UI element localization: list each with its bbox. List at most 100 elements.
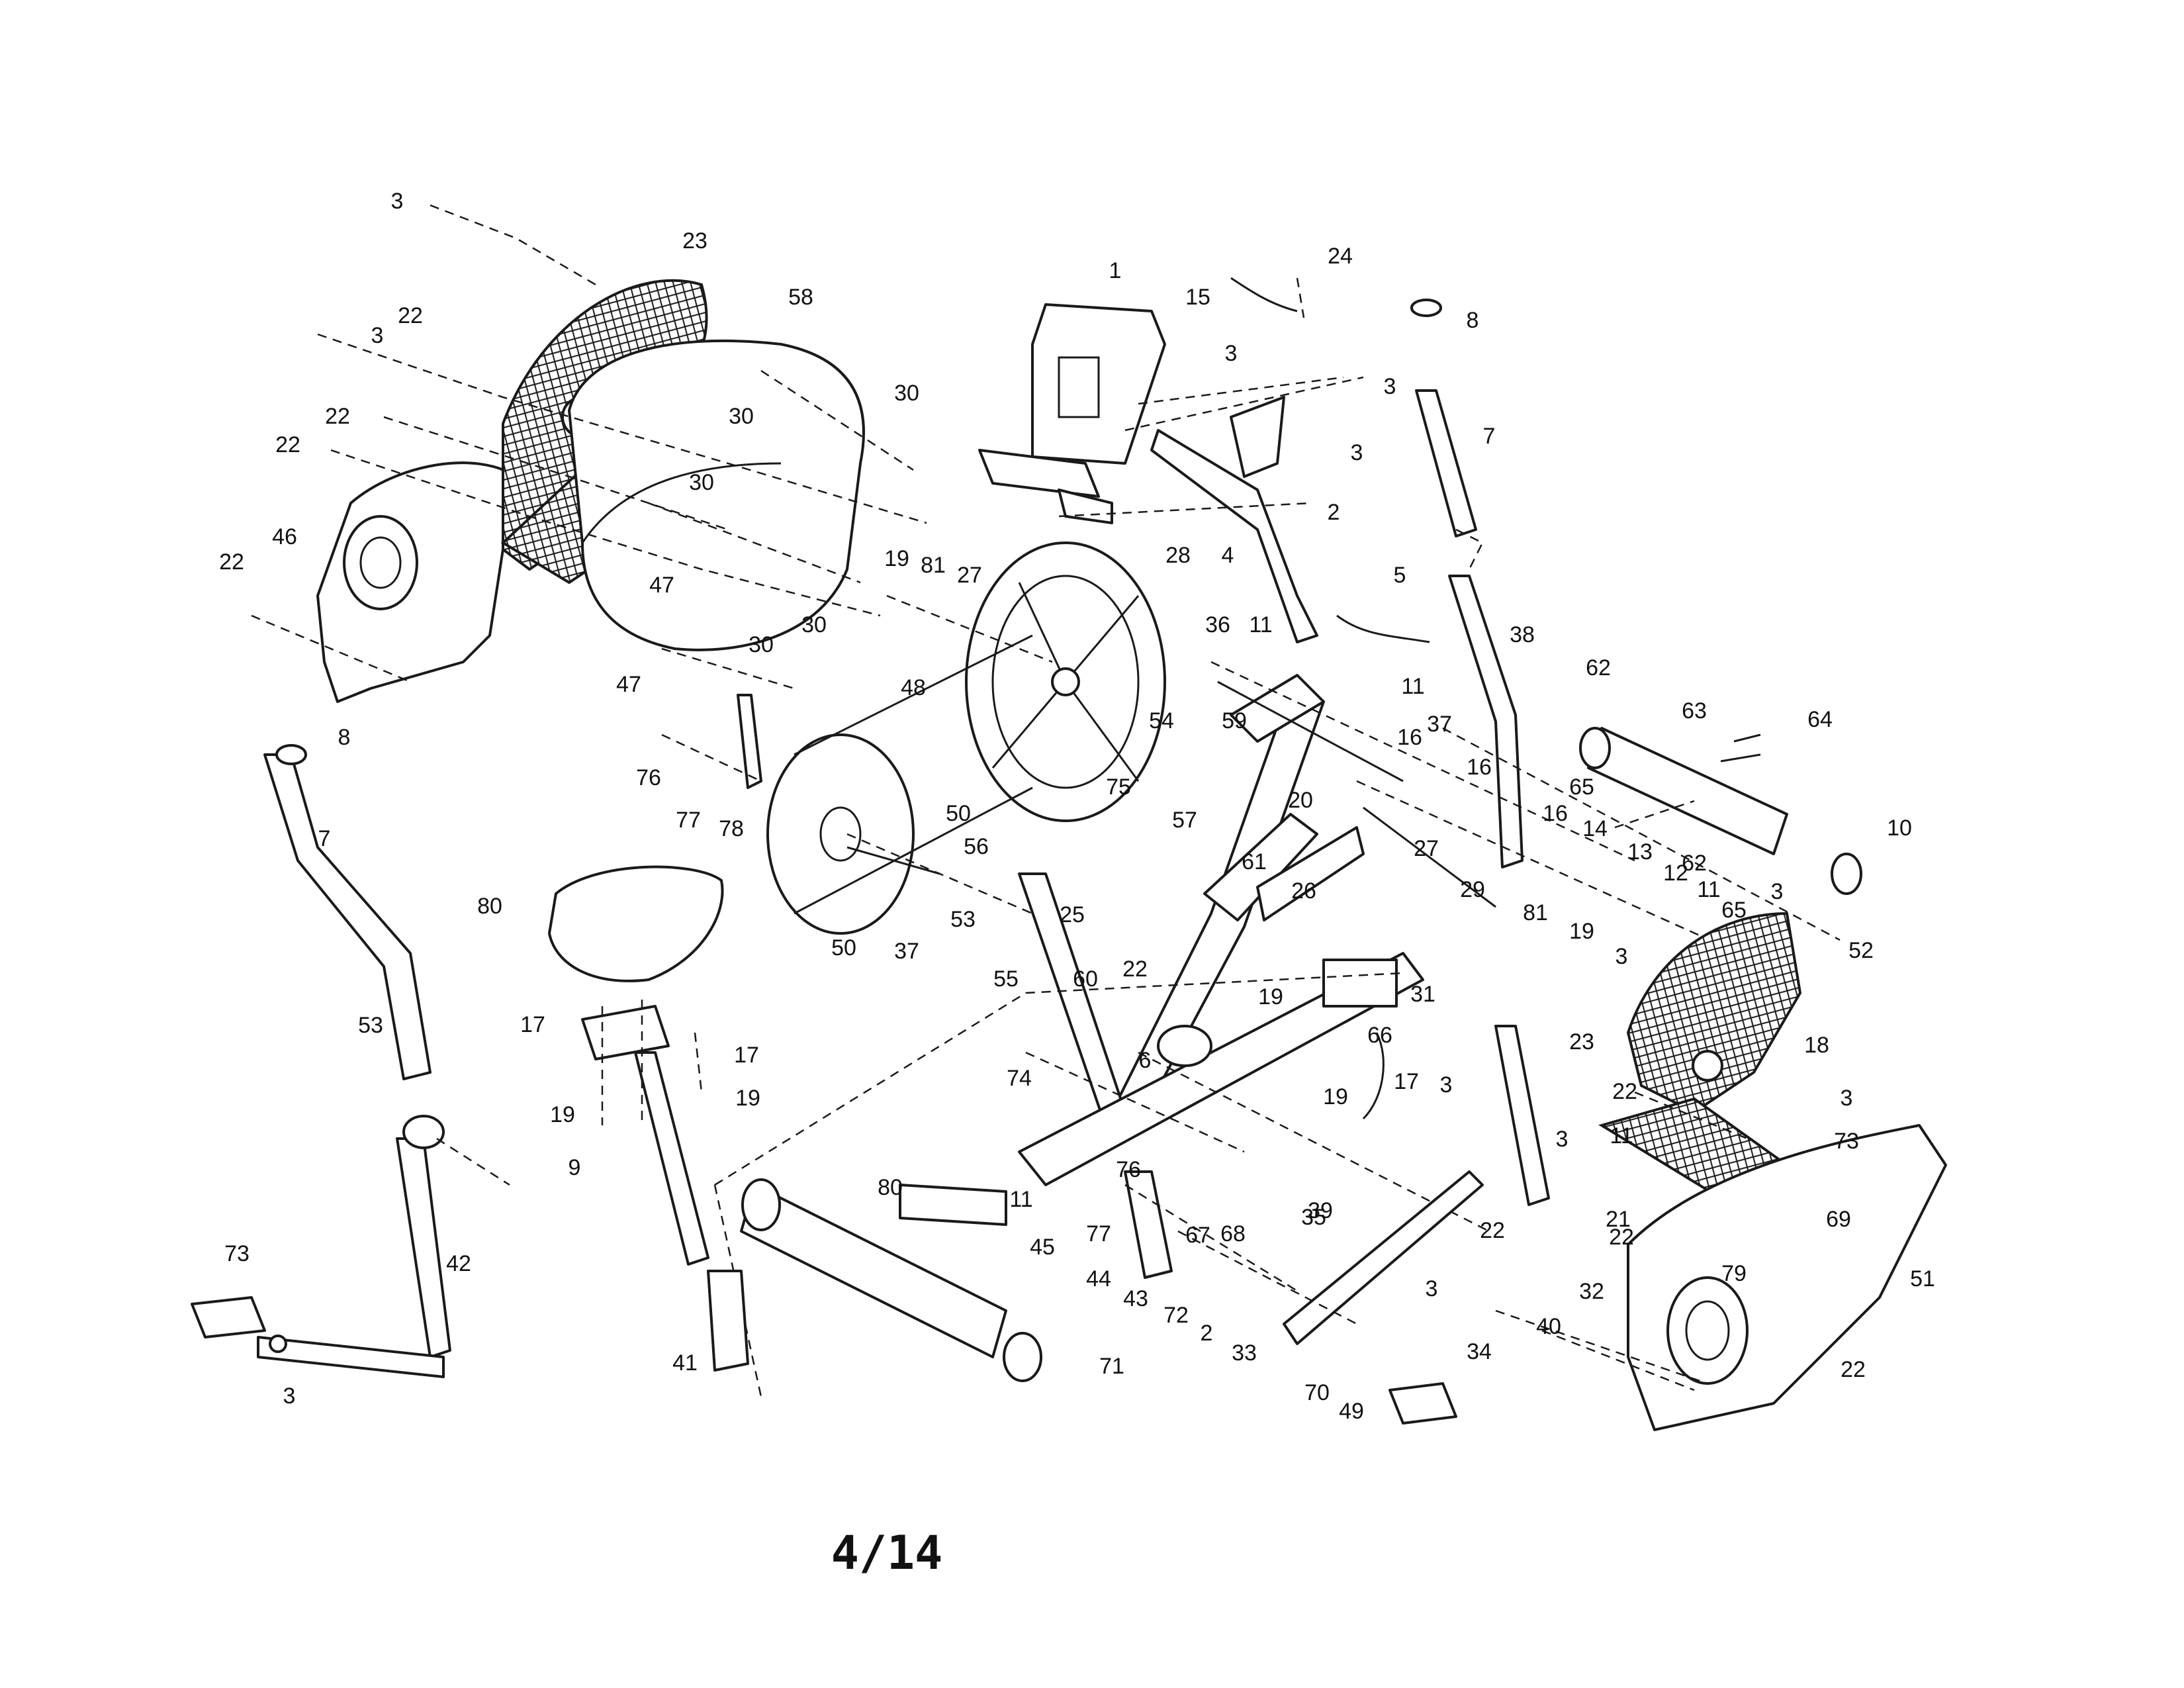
end-cap-62-left (1579, 727, 1611, 769)
callout-label: 49 (1339, 1399, 1364, 1424)
callout-label: 9 (569, 1155, 581, 1180)
upper-handle-7-right (1415, 389, 1477, 538)
fan-housing-58 (568, 339, 865, 651)
belt-48 (794, 634, 1033, 915)
fan-hub (1051, 667, 1080, 696)
callout-label: 57 (1172, 808, 1197, 833)
callout-label: 67 (1185, 1223, 1210, 1248)
fan-housing-edge (581, 462, 782, 543)
callout-label: 6 (1139, 1048, 1152, 1073)
callout-label: 22 (219, 549, 244, 575)
callout-label: 3 (1841, 1086, 1853, 1111)
callout-label: 27 (1414, 836, 1439, 861)
callout-labels: 3235822322224622303030473030471152433324… (219, 189, 1935, 1424)
callout-label: 16 (1467, 755, 1492, 780)
callout-label: 75 (1106, 774, 1131, 800)
callout-label: 47 (616, 672, 641, 697)
callout-label: 20 (1288, 788, 1313, 813)
dash (1634, 1091, 1748, 1140)
callout-label: 80 (878, 1175, 903, 1200)
callout-label: 81 (1523, 900, 1548, 925)
callout-label: 53 (950, 907, 976, 932)
callout-label: 31 (1410, 982, 1435, 1007)
right-cover-hub (1692, 1050, 1723, 1082)
callout-label: 44 (1086, 1266, 1111, 1291)
axle-26 (1363, 806, 1496, 908)
callout-label: 22 (275, 432, 300, 457)
callout-label: 80 (477, 894, 502, 919)
callout-label: 4 (1222, 543, 1234, 568)
pulley-hub (819, 806, 862, 862)
callout-label: 42 (446, 1251, 471, 1276)
callout-label: 7 (1483, 424, 1496, 449)
callout-label: 19 (735, 1086, 760, 1111)
right-arm-group (1410, 299, 1550, 1206)
callout-label: 22 (398, 303, 423, 328)
right-shroud-hub (1666, 1276, 1749, 1385)
callout-label: 7 (318, 826, 331, 851)
callout-label: 30 (894, 381, 919, 406)
callout-label: 22 (1480, 1218, 1505, 1243)
base-rail (1018, 952, 1424, 1186)
frame-bracket (1203, 813, 1318, 921)
callout-label: 22 (325, 404, 350, 429)
bolts-64 (1720, 733, 1761, 763)
dash (1138, 1051, 1490, 1233)
pulse-wire-15 (1230, 277, 1298, 312)
axle (846, 846, 940, 875)
right-mesh-cover-23 (1626, 912, 1802, 1114)
callout-label: 34 (1467, 1339, 1492, 1364)
callout-label: 32 (1579, 1279, 1604, 1304)
fan-wheel-group (737, 541, 1166, 935)
dash (661, 647, 795, 690)
left-shroud-hub (343, 515, 418, 610)
callout-label: 3 (283, 1383, 296, 1409)
callout-label: 41 (672, 1350, 698, 1376)
dash (846, 833, 1033, 915)
callout-label: 3 (1440, 1072, 1453, 1098)
callout-label: 33 (1232, 1340, 1257, 1366)
callout-label: 29 (1460, 877, 1485, 902)
callout-label: 52 (1848, 938, 1874, 963)
left-group-assembly-lines (251, 204, 927, 690)
dash (251, 614, 411, 683)
callout-label: 22 (1122, 957, 1148, 982)
callout-label: 1 (1109, 258, 1122, 283)
callout-label: 17 (734, 1043, 759, 1068)
callout-label: 30 (729, 404, 754, 429)
callout-label: 73 (224, 1241, 250, 1266)
callout-label: 55 (993, 966, 1019, 992)
callout-label: 24 (1328, 244, 1353, 269)
callout-label: 72 (1163, 1303, 1189, 1328)
callout-label: 19 (1323, 1084, 1348, 1109)
end-cap-62-right (1831, 853, 1862, 895)
pedal-arm-34 (257, 1336, 445, 1378)
seat-post-tube (634, 1051, 709, 1266)
wire-harness-5 (1336, 614, 1430, 643)
fan-wheel-inner (991, 575, 1140, 789)
callout-label: 3 (1426, 1276, 1438, 1301)
dash (601, 1000, 643, 1125)
seat-10 (548, 865, 724, 982)
dash (330, 449, 881, 617)
frame-assembly-lines (713, 661, 1841, 1397)
callout-label: 14 (1582, 816, 1608, 841)
callout-label: 3 (1225, 341, 1238, 366)
callout-label: 21 (1606, 1207, 1631, 1232)
callout-label: 27 (957, 563, 982, 588)
callout-label: 3 (1556, 1127, 1569, 1152)
fan-blades (991, 582, 1140, 782)
callout-label: 17 (520, 1012, 545, 1037)
stabilizer-bracket (899, 1184, 1007, 1226)
callout-label: 19 (1569, 919, 1594, 944)
bracket-25 (1256, 826, 1365, 921)
callout-label: 8 (1467, 308, 1479, 333)
callout-label: 69 (1826, 1207, 1851, 1232)
callout-label: 47 (649, 573, 674, 598)
callout-label: 58 (788, 285, 813, 310)
lower-arm-38 (1448, 575, 1524, 868)
callout-label: 68 (1220, 1221, 1246, 1246)
callout-label: 77 (1086, 1221, 1111, 1246)
callout-label: 3 (1384, 374, 1396, 399)
callout-label: 35 (1301, 1205, 1326, 1230)
